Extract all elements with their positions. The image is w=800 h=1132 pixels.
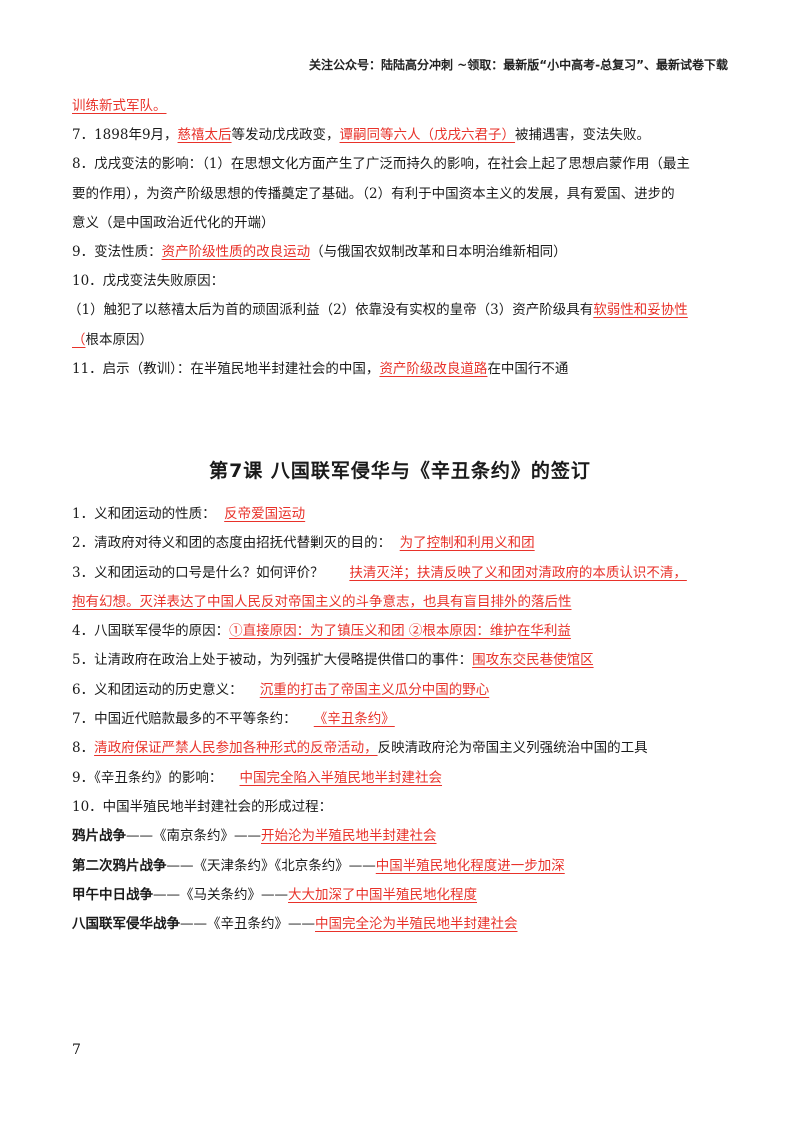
- line-10a: （1）触犯了以慈禧太后为首的顽固派利益（2）依靠没有实权的皇帝（3）资产阶级具有…: [68, 296, 732, 325]
- q6: 6．义和团运动的历史意义： 沉重的打击了帝国主义瓜分中国的野心: [72, 676, 732, 705]
- page-number: 7: [72, 1042, 81, 1058]
- answer: 开始沦为半殖民地半封建社会: [261, 828, 437, 845]
- line-10: 10．戊戌变法失败原因：: [72, 273, 225, 290]
- line-7: 7．1898年9月，慈禧太后等发动戊戌政变，谭嗣同等六人（戊戌六君子）被捕遇害，…: [72, 121, 732, 150]
- q5: 5．让清政府在政治上处于被动，为列强扩大侵略提供借口的事件：围攻东交民巷使馆区: [72, 646, 732, 675]
- answer: 围攻东交民巷使馆区: [472, 652, 594, 669]
- text: 被捕遇害，变法失败。: [515, 127, 651, 144]
- answer: 大大加深了中国半殖民地化程度: [288, 886, 477, 903]
- text: 等发动戊戌政变，: [231, 127, 340, 144]
- treaty: ——《马关条约》——: [153, 886, 288, 903]
- line-11: 11．启示（教训）：在半殖民地半封建社会的中国，资产阶级改良道路在中国行不通: [72, 355, 732, 384]
- text: 反映清政府沦为帝国主义列强统治中国的工具: [377, 740, 648, 757]
- war-name: 八国联军侵华战争: [72, 916, 180, 933]
- answer: 为了控制和利用义和团: [399, 535, 535, 552]
- q1: 1．义和团运动的性质： 反帝爱国运动: [72, 500, 732, 529]
- q7: 7．中国近代赔款最多的不平等条约： 《辛丑条约》: [72, 705, 732, 734]
- answer: （: [72, 331, 86, 348]
- answer: 谭嗣同等六人（戊戌六君子）: [339, 127, 516, 144]
- treaty: ——《天津条约》《北京条约》——: [166, 857, 376, 874]
- process-4: 八国联军侵华战争——《辛丑条约》——中国完全沦为半殖民地半封建社会: [72, 910, 732, 939]
- section-reform: 训练新式军队。 7．1898年9月，慈禧太后等发动戊戌政变，谭嗣同等六人（戊戌六…: [68, 92, 732, 384]
- answer: 中国半殖民地化程度进一步加深: [375, 857, 565, 874]
- lesson-title: 第7课 八国联军侵华与《辛丑条约》的签订: [209, 460, 591, 482]
- war-name: 甲午中日战争: [72, 886, 153, 903]
- q2: 2．清政府对待义和团的态度由招抚代替剿灭的目的： 为了控制和利用义和团: [72, 529, 732, 558]
- text: 3．义和团运动的口号是什么？如何评价？: [72, 564, 350, 581]
- text: 4．八国联军侵华的原因：: [72, 623, 230, 640]
- text: 9．《辛丑条约》的影响：: [72, 769, 240, 786]
- treaty: ——《辛丑条约》——: [180, 916, 315, 933]
- answer: 软弱性和妥协性: [593, 302, 688, 319]
- line-8c: 意义（是中国政治近代化的开端）: [72, 214, 275, 231]
- process-2: 第二次鸦片战争——《天津条约》《北京条约》——中国半殖民地化程度进一步加深: [72, 852, 732, 881]
- q4: 4．八国联军侵华的原因：①直接原因：为了镇压义和团 ②根本原因：维护在华利益: [72, 617, 732, 646]
- text: 9．变法性质：: [72, 244, 162, 261]
- text: 7．1898年9月，: [72, 127, 178, 144]
- line-10b: （根本原因）: [72, 326, 732, 355]
- text: 在中国行不通: [487, 360, 569, 377]
- answer: 慈禧太后: [177, 127, 232, 144]
- answer: 中国完全陷入半殖民地半封建社会: [239, 769, 443, 786]
- q10: 10．中国半殖民地半封建社会的形成过程：: [72, 798, 333, 815]
- text: 11．启示（教训）：在半殖民地半封建社会的中国，: [72, 360, 380, 377]
- line-8a: 8．戊戌变法的影响：（1）在思想文化方面产生了广泛而持久的影响，在社会上起了思想…: [72, 156, 690, 173]
- line-0: 训练新式军队。: [72, 92, 732, 121]
- q8: 8．清政府保证严禁人民参加各种形式的反帝活动，反映清政府沦为帝国主义列强统治中国…: [72, 734, 732, 763]
- q3b: 抱有幻想。灭洋表达了中国人民反对帝国主义的斗争意志，也具有盲目排外的落后性: [72, 588, 732, 617]
- answer: ①直接原因：为了镇压义和团 ②根本原因：维护在华利益: [229, 623, 571, 640]
- section-boxer: 1．义和团运动的性质： 反帝爱国运动 2．清政府对待义和团的态度由招抚代替剿灭的…: [72, 500, 732, 939]
- war-name: 鸦片战争: [72, 828, 126, 845]
- answer: 资产阶级改良道路: [379, 360, 488, 377]
- text: 5．让清政府在政治上处于被动，为列强扩大侵略提供借口的事件：: [72, 652, 473, 669]
- line-8b: 要的作用），为资产阶级思想的传播奠定了基础。（2）有利于中国资本主义的发展，具有…: [72, 185, 675, 202]
- q9: 9．《辛丑条约》的影响： 中国完全陷入半殖民地半封建社会: [72, 764, 732, 793]
- line-9: 9．变法性质：资产阶级性质的改良运动（与俄国农奴制改革和日本明治维新相同）: [72, 238, 732, 267]
- text: 8．: [72, 740, 95, 757]
- page-header: 关注公众号：陆陆高分冲刺 ~领取：最新版“小中高考-总复习”、最新试卷下载: [309, 58, 728, 72]
- answer: 资产阶级性质的改良运动: [161, 244, 311, 261]
- process-3: 甲午中日战争——《马关条约》——大大加深了中国半殖民地化程度: [72, 881, 732, 910]
- answer: 训练新式军队。: [72, 98, 167, 114]
- answer: 抱有幻想。灭洋表达了中国人民反对帝国主义的斗争意志，也具有盲目排外的落后性: [72, 593, 572, 610]
- text: （与俄国农奴制改革和日本明治维新相同）: [310, 244, 567, 261]
- text: （1）触犯了以慈禧太后为首的顽固派利益（2）依靠没有实权的皇帝（3）资产阶级具有: [68, 302, 594, 319]
- answer: 反帝爱国运动: [224, 506, 306, 522]
- answer: 沉重的打击了帝国主义瓜分中国的野心: [259, 681, 490, 698]
- text: 6．义和团运动的历史意义：: [72, 681, 260, 698]
- text: 1．义和团运动的性质：: [72, 506, 225, 522]
- answer: 《辛丑条约》: [313, 711, 395, 728]
- text: 7．中国近代赔款最多的不平等条约：: [72, 711, 314, 728]
- answer: 扶清灭洋；扶清反映了义和团对清政府的本质认识不清，: [349, 564, 687, 581]
- answer: 中国完全沦为半殖民地半封建社会: [315, 916, 518, 933]
- war-name: 第二次鸦片战争: [72, 857, 167, 874]
- q3: 3．义和团运动的口号是什么？如何评价？ 扶清灭洋；扶清反映了义和团对清政府的本质…: [72, 559, 732, 588]
- text: 根本原因）: [85, 331, 154, 348]
- treaty: ——《南京条约》——: [126, 828, 261, 845]
- answer: 清政府保证严禁人民参加各种形式的反帝活动，: [94, 740, 378, 757]
- process-1: 鸦片战争——《南京条约》——开始沦为半殖民地半封建社会: [72, 822, 732, 851]
- text: 2．清政府对待义和团的态度由招抚代替剿灭的目的：: [72, 535, 400, 552]
